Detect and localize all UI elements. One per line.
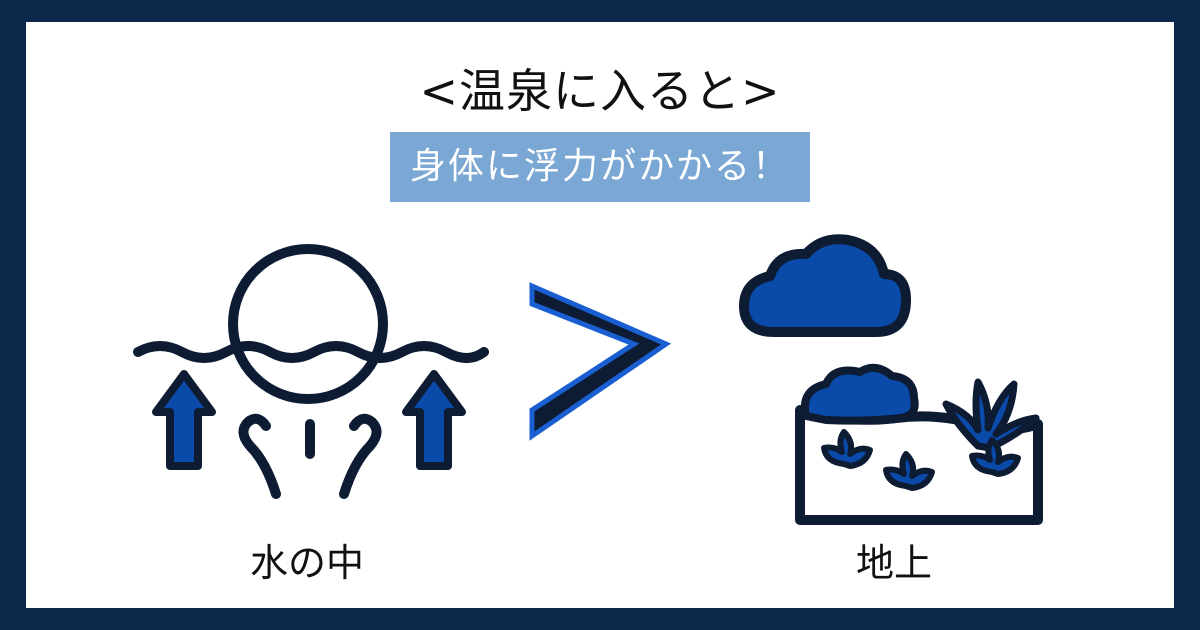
- sprout-icon: [886, 454, 932, 488]
- cloud-icon: [744, 239, 906, 332]
- sprout-icon: [824, 432, 870, 466]
- ground-scene-icon: [26, 22, 1174, 608]
- ground-label: 地上: [824, 540, 964, 586]
- shrub-icon: [805, 368, 915, 421]
- water-label: 水の中: [222, 540, 392, 586]
- content-panel: <温泉に入ると> 身体に浮力がかかる！: [26, 22, 1174, 608]
